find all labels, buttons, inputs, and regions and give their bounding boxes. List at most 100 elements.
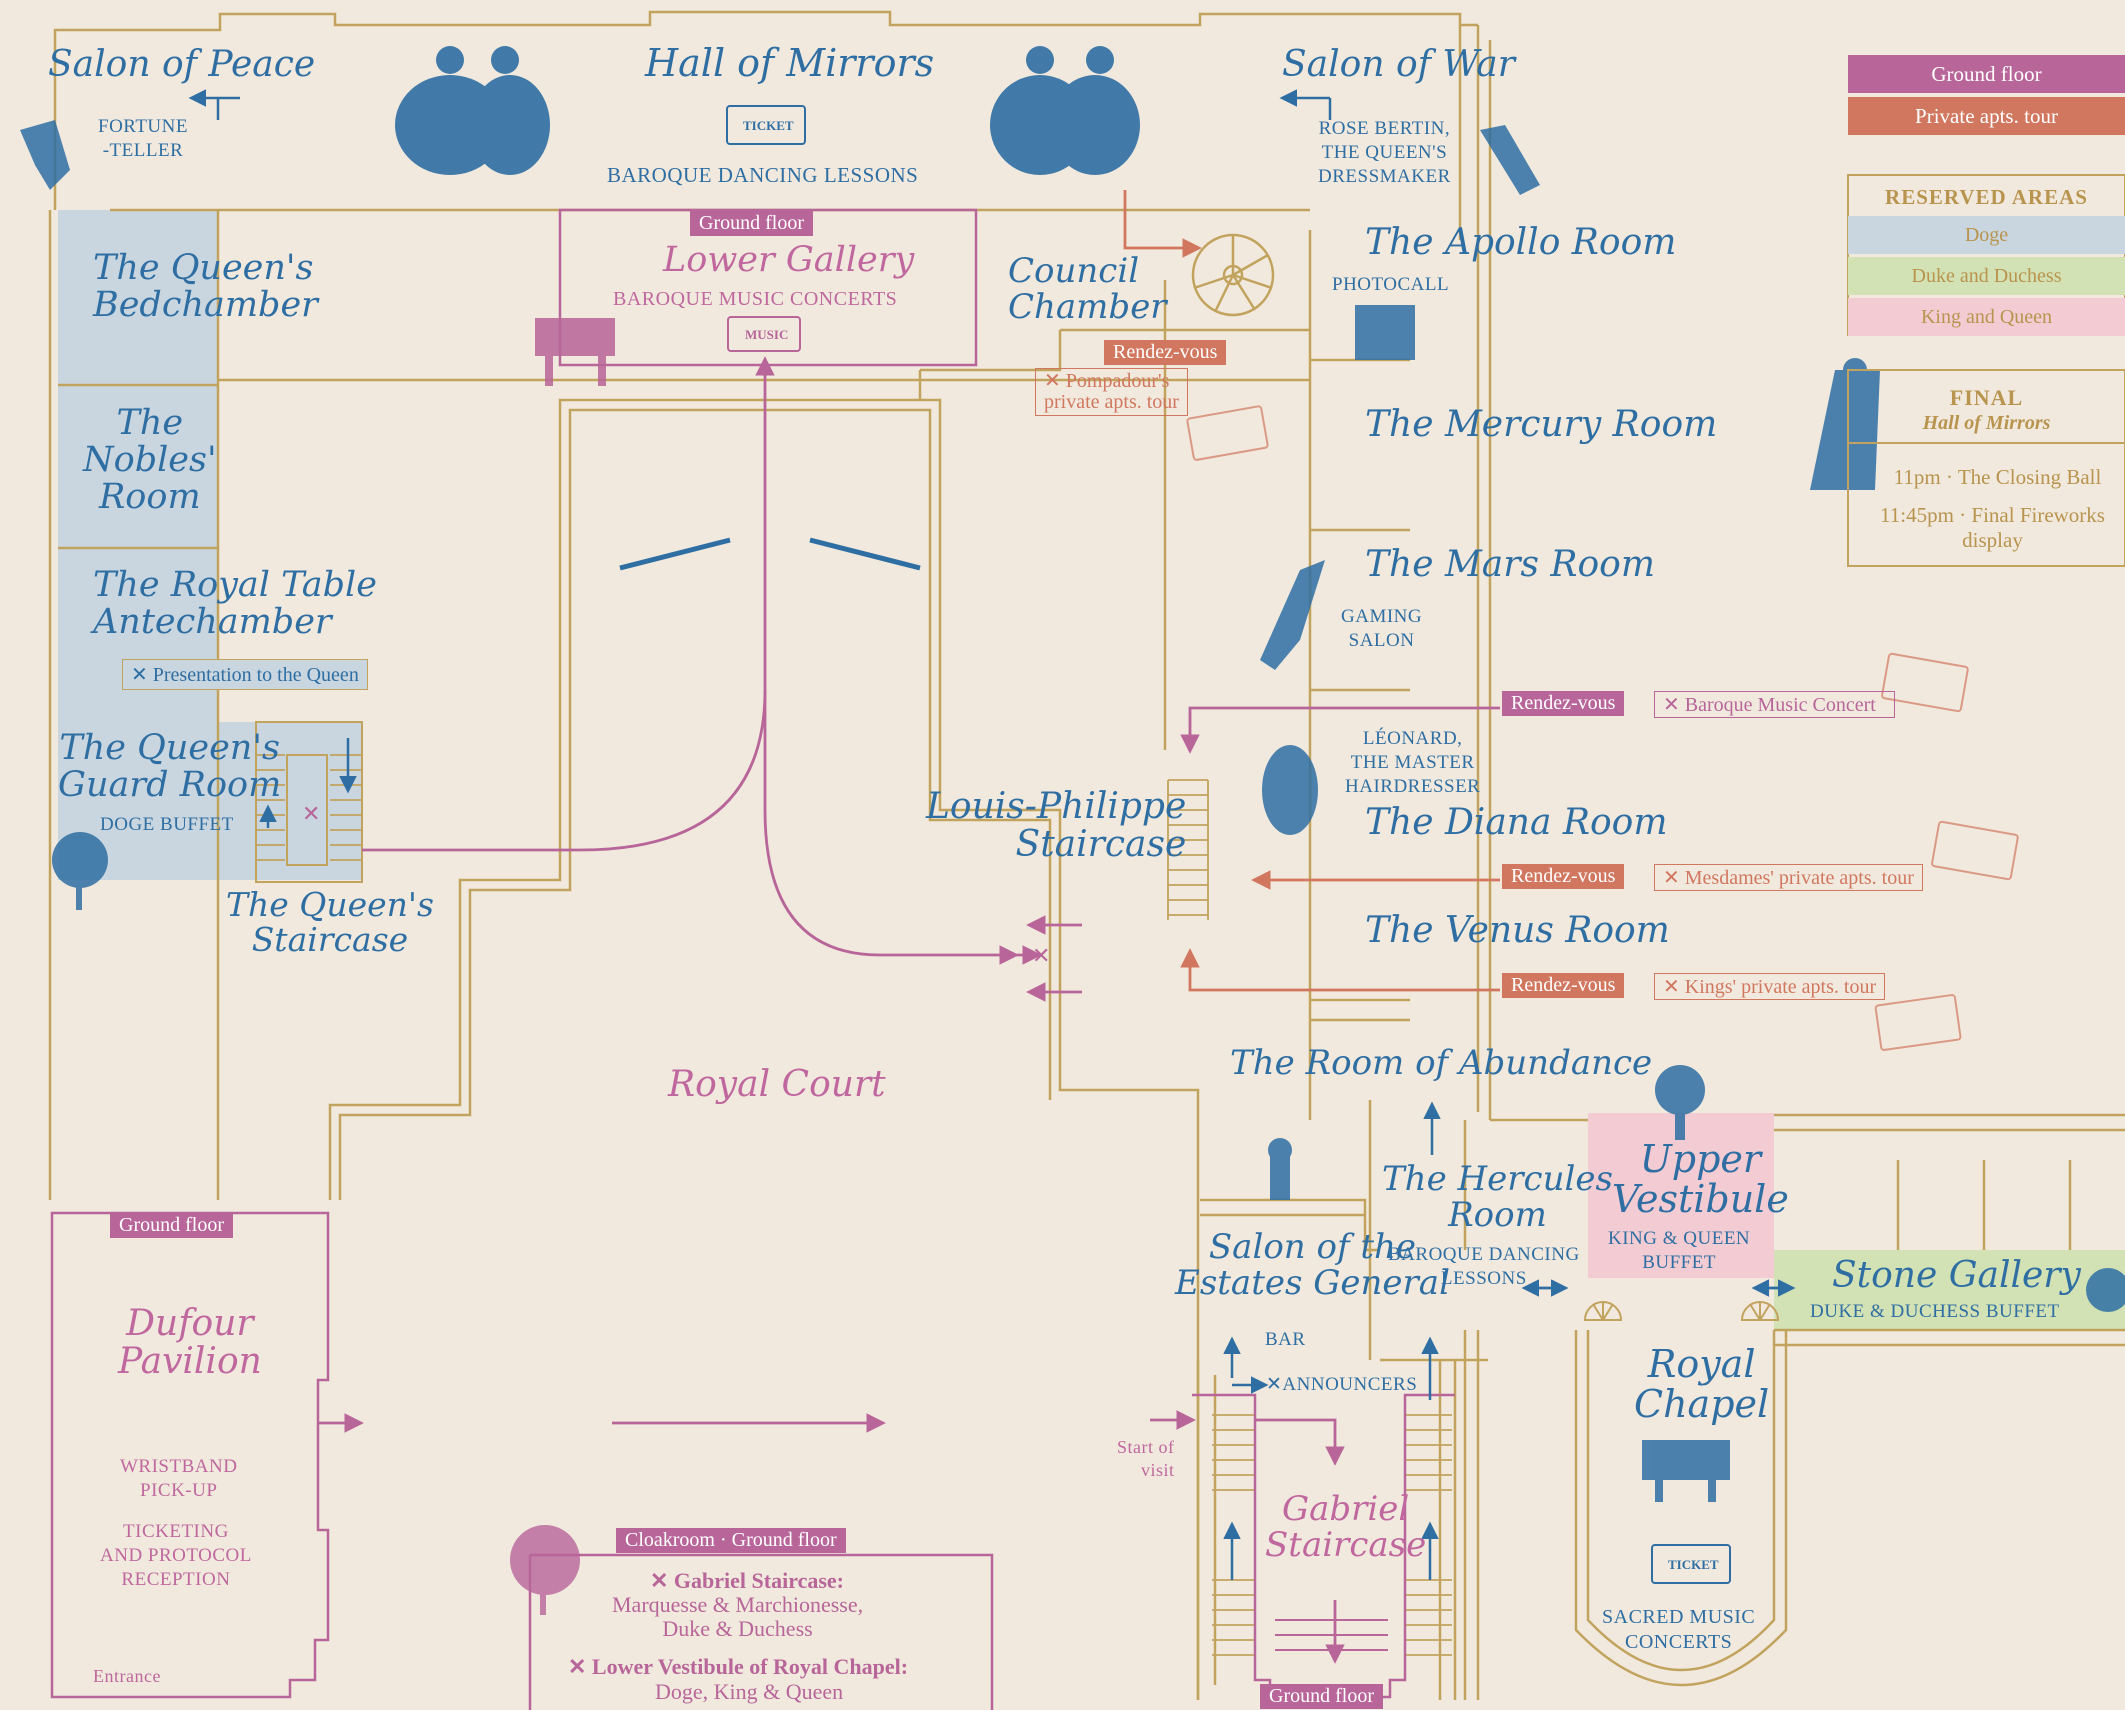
room-hall-of-mirrors: Hall of Mirrors — [645, 41, 935, 85]
cloakroom-chapel-label: ✕ Lower Vestibule of Royal Chapel: — [568, 1654, 909, 1679]
baroque-dancing-label: BAROQUE DANCING LESSONS — [607, 163, 919, 187]
legend-divider — [1848, 442, 2125, 444]
room-dufour-pavilion: Dufour Pavilion — [118, 1303, 262, 1382]
candelabra-illustration — [1268, 1138, 1292, 1200]
hercules-dancing-label: BAROQUE DANCING LESSONS — [1388, 1244, 1580, 1289]
fortune-teller-label: FORTUNE -TELLER — [98, 116, 188, 161]
doge-buffet-label: DOGE BUFFET — [100, 814, 234, 835]
swords-illustration — [619, 537, 921, 571]
legend-ground-floor: Ground floor — [1848, 55, 2125, 93]
svg-text:TICKET: TICKET — [1668, 1557, 1719, 1572]
room-council-chamber: Council Chamber — [1008, 251, 1167, 327]
wristband-pickup-label: WRISTBAND PICK-UP — [120, 1456, 238, 1501]
rose-bertin-label: ROSE BERTIN, THE QUEEN'S DRESSMAKER — [1318, 118, 1451, 187]
rendezvous-tag-mesdames: Rendez-vous — [1502, 864, 1625, 889]
kings-tour-badge: ✕ Kings' private apts. tour — [1654, 973, 1886, 1000]
gabriel-stair-hatch — [1275, 1619, 1388, 1651]
rendezvous-tag-pompadour: Rendez-vous — [1104, 340, 1227, 365]
cloakroom-gabriel-label: ✕ Gabriel Staircase: — [650, 1568, 844, 1593]
legend-final-fireworks: 11:45pm · Final Fireworks display — [1880, 503, 2105, 553]
svg-text:✕: ✕ — [302, 802, 320, 827]
legend-final-title: FINAL — [1949, 385, 2024, 410]
bar-label: BAR — [1265, 1329, 1306, 1350]
gabriel-ground-floor-tag: Ground floor — [1260, 1684, 1383, 1709]
blue-arrows — [188, 89, 1796, 1580]
spiral-stair-icon — [1191, 233, 1275, 317]
svg-text:TICKET: TICKET — [743, 118, 794, 133]
stair-hatches — [256, 754, 1452, 1656]
room-apollo: The Apollo Room — [1365, 222, 1677, 263]
gaming-salon-label: GAMING SALON — [1341, 606, 1423, 651]
room-salon-of-war: Salon of War — [1282, 44, 1515, 85]
royal-court-label: Royal Court — [668, 1064, 886, 1105]
vase-illustration — [1655, 1065, 1705, 1140]
room-queens-staircase: The Queen's Staircase — [226, 885, 434, 959]
leonard-hairdresser-label: LÉONARD, THE MASTER HAIRDRESSER — [1345, 728, 1481, 797]
harp-illustration — [1260, 560, 1325, 670]
legend-doge: Doge — [1848, 216, 2125, 254]
flower-pink-illustration — [510, 1525, 580, 1615]
room-louis-philippe-staircase: Louis-Philippe Staircase — [926, 786, 1187, 865]
cloakroom-tag: Cloakroom · Ground floor — [616, 1528, 846, 1553]
route-lines — [318, 356, 1500, 1664]
room-lower-gallery: Lower Gallery — [663, 240, 915, 280]
music-ticket-icon — [727, 316, 801, 352]
announcers-label: ✕ANNOUNCERS — [1266, 1374, 1418, 1395]
svg-text:✕: ✕ — [1032, 944, 1050, 969]
baroque-music-concerts-label: BAROQUE MUSIC CONCERTS — [613, 288, 898, 310]
building-walls — [48, 10, 2125, 1700]
legend-duke: Duke and Duchess — [1848, 257, 2125, 295]
presentation-to-queen-badge: ✕ Presentation to the Queen — [122, 659, 368, 690]
room-royal-chapel: Royal Chapel — [1634, 1342, 1770, 1426]
reserved-area-duke — [1774, 1250, 2125, 1330]
lower-gallery-ground-floor-tag: Ground floor — [690, 211, 813, 236]
room-queens-bedchamber: The Queen's Bedchamber — [93, 248, 318, 325]
pompadour-tour-badge: ✕ Pompadour's private apts. tour — [1035, 368, 1188, 416]
dancers-left-illustration — [395, 46, 550, 175]
baroque-concert-badge: ✕ Baroque Music Concert — [1654, 691, 1895, 718]
room-gabriel-staircase: Gabriel Staircase — [1265, 1489, 1427, 1565]
room-hercules: The Hercules Room — [1382, 1159, 1613, 1235]
room-mercury: The Mercury Room — [1365, 404, 1718, 445]
organ-illustration — [1355, 305, 1415, 360]
dancers-right-illustration — [990, 46, 1140, 175]
mesdames-tour-badge: ✕ Mesdames' private apts. tour — [1654, 864, 1923, 891]
reserved-area-doge — [58, 210, 363, 880]
ground-floor-outlines — [50, 208, 1455, 1710]
stamp-text: TICKET TICKET MUSIC — [743, 118, 1719, 1572]
rendezvous-tag-kings: Rendez-vous — [1502, 973, 1625, 998]
room-queens-guard-room: The Queen's Guard Room — [58, 728, 282, 805]
legend-final-sub: Hall of Mirrors — [1922, 412, 2051, 434]
reserved-area-king — [1588, 1113, 1774, 1278]
vase-right-illustration — [2086, 1268, 2125, 1312]
queens-staircase-box — [255, 721, 363, 883]
cloakroom-gabriel-guests: Marquesse & Marchionesse, Duke & Duchess — [612, 1592, 864, 1642]
entrance-label: Entrance — [93, 1666, 161, 1686]
dufour-ground-floor-tag: Ground floor — [110, 1213, 233, 1238]
legend-reserved-title: RESERVED AREAS — [1885, 185, 2088, 209]
photocall-label: PHOTOCALL — [1332, 274, 1450, 295]
room-of-abundance: The Room of Abundance — [1230, 1043, 1653, 1083]
room-stone-gallery: Stone Gallery — [1832, 1255, 2081, 1296]
legend-private-tour: Private apts. tour — [1848, 97, 2125, 135]
duke-duchess-buffet-label: DUKE & DUCHESS BUFFET — [1810, 1301, 2060, 1322]
room-royal-table-antechamber: The Royal Table Antechamber — [93, 565, 377, 642]
room-mars: The Mars Room — [1365, 544, 1655, 585]
ticket-stamp-icon — [726, 105, 1731, 1584]
start-of-visit-label: Start of visit — [1117, 1437, 1175, 1480]
tree-illustration — [52, 832, 108, 910]
red-routes — [1123, 190, 1500, 992]
room-nobles-room: The Nobles' Room — [83, 403, 217, 517]
bird-illustrations — [20, 120, 1540, 195]
room-diana: The Diana Room — [1365, 802, 1668, 843]
cloakroom-chapel-guests: Doge, King & Queen — [655, 1679, 844, 1704]
legend-king: King and Queen — [1848, 298, 2125, 336]
rendezvous-tag-baroque: Rendez-vous — [1502, 691, 1625, 716]
room-salon-estates-general: Salon of the Estates General — [1175, 1227, 1450, 1303]
room-salon-of-peace: Salon of Peace — [48, 44, 316, 85]
room-upper-vestibule: Upper Vestibule — [1612, 1137, 1789, 1221]
harpsichord-blue-illustration — [1642, 1440, 1730, 1502]
sacred-music-label: SACRED MUSIC CONCERTS — [1602, 1606, 1756, 1653]
cherub-illustration — [1262, 745, 1318, 835]
